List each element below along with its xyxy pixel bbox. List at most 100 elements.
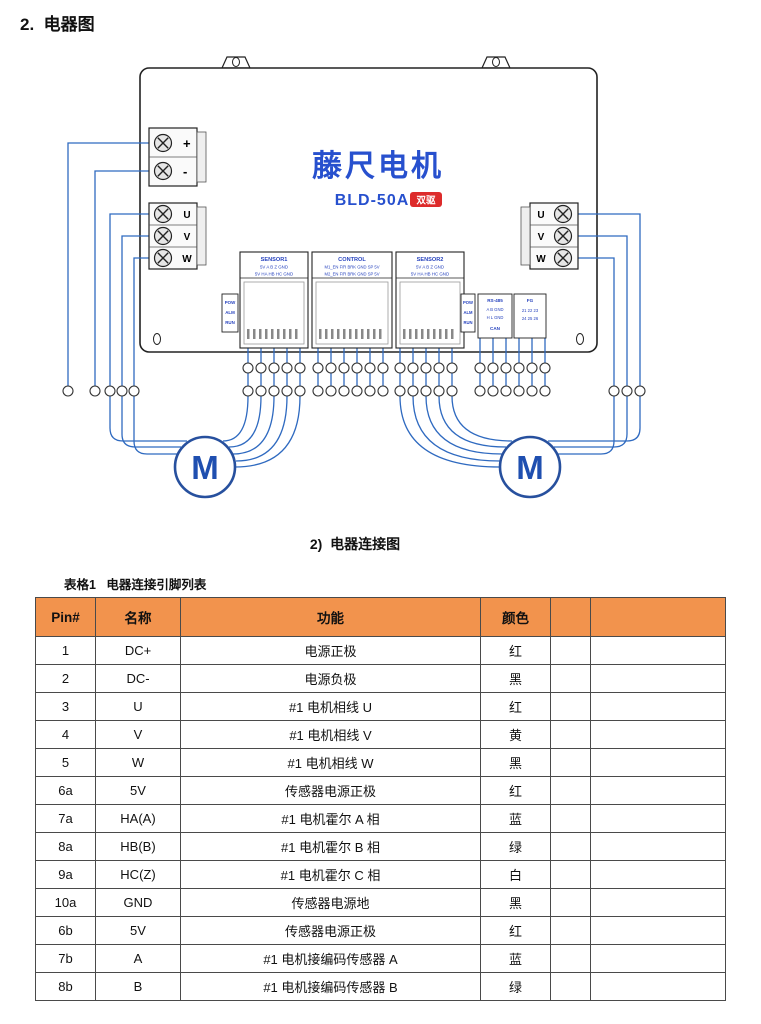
control-connector: CONTROL M1_EN F/R BRK GND SP 5V M2_EN F/… — [311, 251, 393, 349]
color-cell: 蓝 — [480, 944, 551, 973]
function-cell: #1 电机霍尔 A 相 — [180, 804, 481, 833]
sensor1-connector: SENSOR1 5V A B Z GND 5V HA HB HC GND — [239, 251, 309, 349]
color-cell: 红 — [480, 692, 551, 721]
screw-terminal-icon — [153, 133, 173, 153]
signal-name-cell: V — [95, 720, 181, 749]
brand-text: 藤尺电机 — [312, 150, 444, 183]
function-cell: 传感器电源地 — [180, 888, 481, 917]
section-title: 2. 电器图 — [20, 15, 95, 34]
pin-table-body: 1 DC+ 电源正极 红 2 DC- 电源负极 黑 3 U #1 电机相线 U … — [35, 636, 726, 1001]
empty-cell — [590, 860, 726, 889]
signal-name-cell: B — [95, 972, 181, 1001]
function-cell: #1 电机霍尔 C 相 — [180, 860, 481, 889]
led-run-label: RUN — [463, 320, 472, 325]
screw-terminal-icon — [553, 248, 573, 268]
sensor1-row1: 5V A B Z GND — [260, 265, 288, 270]
led-pow-label: POW — [225, 300, 236, 305]
control-row2: M2_EN F/R BRK GND SP 5V — [324, 272, 379, 277]
color-cell: 黄 — [480, 720, 551, 749]
fg-row1: 21 22 23 — [522, 308, 539, 313]
rs485-title: RS-485 — [487, 298, 503, 303]
color-cell: 白 — [480, 860, 551, 889]
signal-name-cell: 5V — [95, 916, 181, 945]
led-alm-label: ALM — [225, 310, 235, 315]
motor1-phase-wires — [109, 213, 187, 455]
sensor2-title: SENSOR2 — [417, 257, 444, 263]
function-cell: 传感器电源正极 — [180, 916, 481, 945]
empty-cell — [590, 636, 726, 665]
motor-left: M — [173, 435, 237, 499]
empty-cell — [550, 720, 591, 749]
color-cell: 黑 — [480, 888, 551, 917]
dual-drive-badge: 双驱 — [410, 192, 442, 207]
table-row: 5 W #1 电机相线 W 黑 — [35, 748, 726, 777]
pin-number-cell: 6a — [35, 776, 96, 805]
table-row: 10a GND 传感器电源地 黑 — [35, 888, 726, 917]
table-row: 6b 5V 传感器电源正极 红 — [35, 916, 726, 945]
pin-number-cell: 4 — [35, 720, 96, 749]
function-cell: #1 电机相线 V — [180, 720, 481, 749]
sensor2-row1: 5V A B Z GND — [416, 265, 444, 270]
mounting-slot-icon — [492, 57, 500, 67]
phase-v-label: V — [184, 232, 191, 243]
color-cell: 黑 — [480, 748, 551, 777]
svg-text:双驱: 双驱 — [415, 196, 436, 207]
pin-number-cell: 8a — [35, 832, 96, 861]
empty-cell — [550, 916, 591, 945]
sensor2-row2: 5V HA HB HC GND — [411, 272, 449, 277]
table-row: 3 U #1 电机相线 U 红 — [35, 692, 726, 721]
header-empty — [590, 597, 726, 637]
signal-name-cell: HC(Z) — [95, 860, 181, 889]
empty-cell — [550, 748, 591, 777]
terminal-lugs-row-2 — [242, 385, 551, 397]
mounting-slot-icon — [576, 333, 584, 345]
mounting-slot-icon — [232, 57, 240, 67]
power-minus-label: - — [183, 164, 187, 179]
pin-number-cell: 9a — [35, 860, 96, 889]
pin-number-cell: 7b — [35, 944, 96, 973]
control-row1: M1_EN F/R BRK GND SP 5V — [324, 265, 379, 270]
pin-table: Pin# 名称 功能 颜色 1 DC+ 电源正极 红 2 DC- 电源负极 黑 — [35, 597, 726, 1001]
motor2-sensor-wires — [399, 395, 513, 468]
table-row: 4 V #1 电机相线 V 黄 — [35, 720, 726, 749]
signal-name-cell: DC- — [95, 664, 181, 693]
color-cell: 红 — [480, 916, 551, 945]
empty-cell — [550, 860, 591, 889]
color-cell: 红 — [480, 776, 551, 805]
empty-cell — [590, 748, 726, 777]
led-run-label: RUN — [225, 320, 235, 325]
phase-u-label: U — [537, 210, 544, 221]
pin-number-cell: 2 — [35, 664, 96, 693]
table-row: 9a HC(Z) #1 电机霍尔 C 相 白 — [35, 860, 726, 889]
power-plus-label: + — [183, 136, 191, 151]
motor2-phase-block: U V W — [520, 202, 579, 270]
table-row: 8b B #1 电机接编码传感器 B 绿 — [35, 972, 726, 1001]
empty-cell — [590, 692, 726, 721]
table-row: 7b A #1 电机接编码传感器 A 蓝 — [35, 944, 726, 973]
diagram-caption: 2) 电器连接图 — [309, 536, 401, 552]
pin-number-cell: 7a — [35, 804, 96, 833]
power-terminal-block: + - — [148, 127, 207, 187]
signal-name-cell: U — [95, 692, 181, 721]
signal-name-cell: HA(A) — [95, 804, 181, 833]
function-cell: 电源负极 — [180, 664, 481, 693]
screw-terminal-icon — [553, 204, 573, 224]
screw-terminal-icon — [153, 204, 173, 224]
pin-number-cell: 10a — [35, 888, 96, 917]
empty-cell — [590, 804, 726, 833]
table-row: 2 DC- 电源负极 黑 — [35, 664, 726, 693]
motor1-phase-block: U V W — [148, 202, 207, 270]
motor2-label-strip — [520, 206, 531, 266]
header-function: 功能 — [180, 597, 481, 637]
fg-title: FG — [527, 298, 534, 303]
color-cell: 蓝 — [480, 804, 551, 833]
empty-cell — [590, 776, 726, 805]
color-cell: 黑 — [480, 664, 551, 693]
empty-cell — [550, 804, 591, 833]
signal-name-cell: A — [95, 944, 181, 973]
pin-number-cell: 1 — [35, 636, 96, 665]
model-text: BLD-50A — [335, 192, 410, 209]
function-cell: #1 电机霍尔 B 相 — [180, 832, 481, 861]
function-cell: #1 电机相线 U — [180, 692, 481, 721]
